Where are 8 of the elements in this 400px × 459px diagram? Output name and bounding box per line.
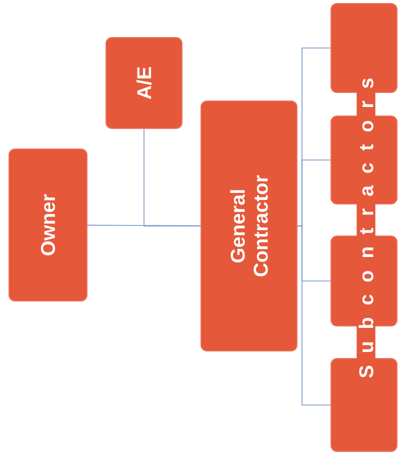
role-box: A/E bbox=[106, 37, 182, 129]
subcontractor-box bbox=[330, 3, 398, 93]
connector-line bbox=[144, 128, 201, 226]
role-box: General Contractor bbox=[200, 100, 298, 352]
spaced-label: S u b c o n t r a c t o r s bbox=[356, 74, 376, 382]
role-box: Owner bbox=[8, 148, 88, 302]
subcontractor-box bbox=[330, 358, 398, 452]
connector-line bbox=[297, 226, 331, 406]
